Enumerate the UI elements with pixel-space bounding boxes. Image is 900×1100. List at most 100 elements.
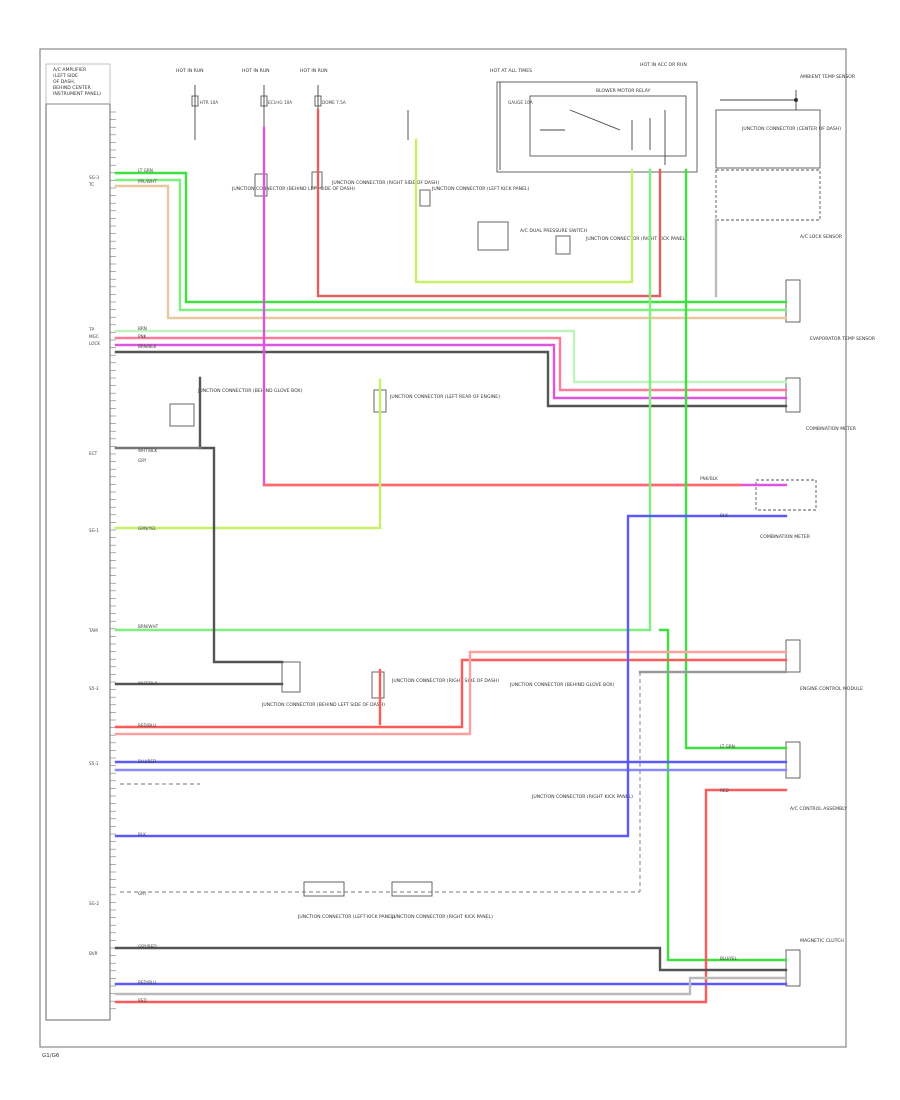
wire-label: GRN/YEL [138,526,157,531]
wire-red-727 [114,658,788,729]
ac-amplifier-box [45,103,111,1021]
wire-label: GRY [138,891,147,896]
wire-label: BRN/BLK [138,344,157,349]
right-components: A/C LOCK SENSOR EVAPORATOR TEMP SENSOR C… [755,234,876,987]
wire-label: LT GRN [720,744,735,749]
signal-label: MGC [89,334,99,339]
wire-yelgrn-loop [414,138,634,284]
wire-group [114,108,788,1004]
fuse-group: HOT IN RUN HOT IN RUN HOT IN RUN HOT AT … [176,62,687,170]
left-module-label-3: OF DASH, [53,79,76,85]
signal-label: SG-2 [89,901,99,906]
fuse-id: ECU-IG 10A [268,100,292,105]
fuse-label: HOT IN RUN [242,68,270,74]
fuse-label: HOT IN RUN [300,68,328,74]
junction-connectors: JUNCTION CONNECTOR (BEHIND LEFT SIDE OF … [169,171,687,920]
connector-label: JUNCTION CONNECTOR (BEHIND LEFT SIDE OF … [261,702,385,708]
wire-green-right [684,168,788,750]
wire-label: RED [138,998,147,1003]
signal-label: ECT [89,451,98,456]
fuse-label: HOT AT ALL TIMES [490,68,532,74]
fuse-id: GAUGE 10A [508,100,533,105]
connector-label: JUNCTION CONNECTOR (RIGHT KICK PANEL) [585,236,687,242]
footer-code: G1/G6 [42,1053,60,1059]
wire-label: GRY [138,458,147,463]
signal-label: SG-1 [89,528,99,533]
wire-mgc [114,336,788,392]
wire-ecu-yg [114,378,382,530]
component-label: ENGINE CONTROL MODULE [800,686,863,692]
wire-label: PNK [138,334,147,339]
blower-relay: BLOWER MOTOR RELAY [496,81,698,173]
signal-label: TC [88,182,94,187]
wire-green-630 [114,168,652,632]
connector-label: JUNCTION CONNECTOR (RIGHT SIDE OF DASH) [391,678,499,684]
wire-label: RED [720,788,729,793]
wire-green-960 [658,628,788,962]
signal-label: S5-1 [89,761,99,766]
component-label: A/C DUAL PRESSURE SWITCH [520,228,587,234]
connector-label: JUNCTION CONNECTOR (RIGHT SIDE OF DASH) [331,180,439,186]
wire-tp [114,329,788,384]
wire-label: PNK/BLK [700,476,718,481]
signal-label: LOCK [89,341,100,346]
component-label: COMBINATION METER [760,534,811,540]
wire-label: WHT/BLK [138,681,157,686]
connector-label: JUNCTION CONNECTOR (RIGHT KICK PANEL) [531,794,633,800]
left-module-label-4: BEHIND CENTER [53,85,92,91]
connector-label: JUNCTION CONNECTOR (LEFT REAR OF ENGINE) [389,394,500,400]
wire-ppl-wht [114,178,788,312]
wire-label: BRN/WHT [138,624,159,629]
wire-label: PPL/WHT [138,179,157,184]
wire-red-loop [316,108,662,298]
connector-label: JUNCTION CONNECTOR (RIGHT KICK PANEL) [391,914,493,920]
component-label: A/C CONTROL ASSEMBLY [790,806,847,812]
signal-label: S5-3 [89,686,99,691]
signal-label: TP [88,327,95,332]
wire-label: WHT/BLK [138,448,157,453]
wire-red-1002 [114,788,788,1004]
signal-label: BVR [89,951,98,956]
connector-label: JUNCTION CONNECTOR (CENTER OF DASH) [741,126,841,132]
wire-label: BLK [720,513,728,518]
left-module-label-2: (LEFT SIDE [53,73,78,79]
component-label: MAGNETIC CLUTCH [800,938,844,944]
wire-blue-836 [114,514,788,838]
wire-label: BLU/YEL [720,956,738,961]
fuse-label: HOT IN RUN [176,68,204,74]
component-label: A/C LOCK SENSOR [800,234,843,240]
signal-label: TAM [88,628,98,633]
wire-label: RED/BLU [138,980,156,985]
wire-label: BLU/RED [138,759,156,764]
wire-lock-blk [114,350,788,408]
wire-label: BLK [138,832,146,837]
left-module-label-1: A/C AMPLIFIER [53,67,87,73]
wire-gray-948 [114,946,788,972]
wire-gray-994 [114,976,788,996]
module-pin-stubs [110,111,116,1010]
signal-label: SG-3 [89,175,99,180]
connector-label: JUNCTION CONNECTOR (LEFT KICK PANEL) [431,186,530,192]
fuse-label: HOT IN ACC OR RUN [640,62,687,68]
wire-label: BRN [138,326,147,331]
fuse-id: DOME 7.5A [322,100,346,105]
wire-gray-448 [198,376,284,664]
component-label: AMBIENT TEMP SENSOR [800,74,856,80]
wire-lt-grn [114,171,788,304]
connector-label: JUNCTION CONNECTOR (BEHIND GLOVE BOX) [509,682,615,688]
connector-label: JUNCTION CONNECTOR (LEFT KICK PANEL) [297,914,396,920]
wire-label: RED/BLU [138,723,156,728]
wire-label: LT GRN [138,168,153,173]
component-label: COMBINATION METER [806,426,857,432]
diagram-frame [39,48,847,1048]
component-label: EVAPORATOR TEMP SENSOR [810,336,876,342]
connector-label: JUNCTION CONNECTOR (BEHIND GLOVE BOX) [197,388,303,394]
left-module-label-5: INSTRUMENT PANEL) [53,91,101,97]
upper-right-component: AMBIENT TEMP SENSOR JUNCTION CONNECTOR (… [715,74,856,221]
connector-label: JUNCTION CONNECTOR (BEHIND LEFT SIDE OF … [231,186,355,192]
wire-color-labels: LT GRN PPL/WHT BRN PNK BRN/BLK WHT/BLK G… [138,168,738,1003]
relay-label: BLOWER MOTOR RELAY [596,88,650,94]
wire-label: GRY/RED [138,944,157,949]
fuse-id: HTR 10A [200,100,218,105]
